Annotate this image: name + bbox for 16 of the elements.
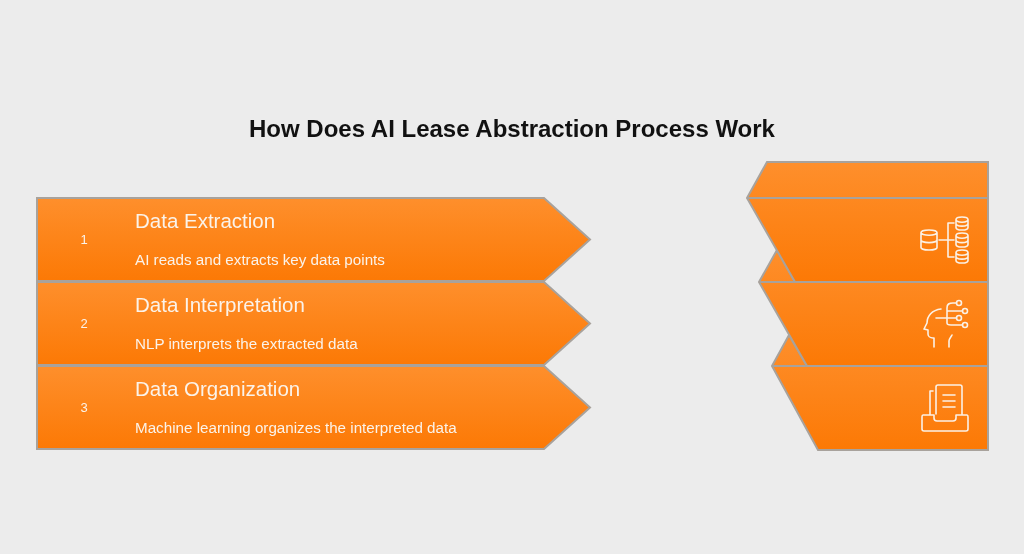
step-number: 2 — [79, 316, 89, 332]
chevron-block — [771, 334, 989, 451]
step-description: Machine learning organizes the interpreted data — [135, 419, 457, 437]
step-number: 1 — [79, 232, 89, 248]
step-description: AI reads and extracts key data points — [135, 251, 385, 269]
step-description: NLP interprets the extracted data — [135, 335, 358, 353]
step-banner — [36, 281, 591, 366]
step-title: Data Extraction — [135, 209, 276, 233]
diagram-title: How Does AI Lease Abstraction Process Work — [249, 114, 775, 144]
chevron-block — [758, 249, 989, 367]
step-number: 3 — [79, 400, 89, 416]
step-banner — [36, 365, 591, 450]
chevron-block — [746, 161, 989, 283]
step-title: Data Interpretation — [135, 293, 305, 317]
step-title: Data Organization — [135, 377, 301, 401]
step-banner — [36, 197, 591, 282]
